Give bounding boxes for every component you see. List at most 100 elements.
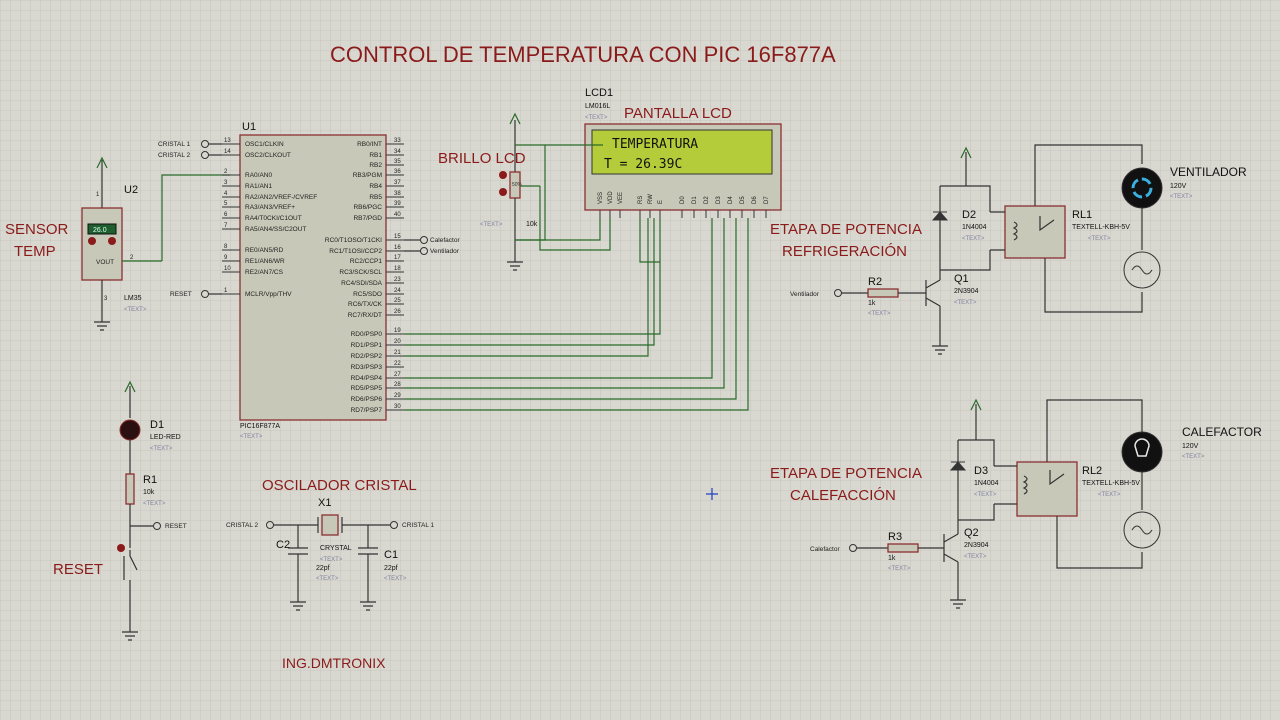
terminal-reset-mcu[interactable]: RESET [170,290,222,299]
lcd-pin-d7[interactable]: D7 [764,196,770,218]
lcd-lm016l[interactable]: LCD1 LM016L <TEXT> PANTALLA LCD TEMPERAT… [584,87,782,218]
q2-text-placeholder: <TEXT> [964,554,987,560]
lcd-pin-d0[interactable]: D0 [680,196,686,218]
rl2-ref: RL2 [1082,465,1102,477]
lcd-pin-vee[interactable]: VEE [618,192,624,218]
sensor-model: LM35 [124,295,142,302]
lcd-pin-d6[interactable]: D6 [752,196,758,218]
lcd-pin-rs[interactable]: RS [638,196,644,218]
mcu-pin-label: RD6/PSP6 [351,396,383,403]
lcd-pin-vss[interactable]: VSS [598,192,604,218]
brillo-potentiometer[interactable]: BRILLO LCD 50% 10k <TEXT> [438,112,540,271]
mcu-pin-number: 6 [224,212,228,218]
mcu-pin-number: 8 [224,244,228,250]
refrigeration-stage[interactable]: ETAPA DE POTENCIA REFRIGERACIÓN D2 1N400… [770,144,1247,355]
terminal-calefactor-label: Calefactor [810,546,840,553]
pot-power-arrow [509,112,521,125]
mcu-pin-number: 37 [394,180,401,186]
mcu-pin-number: 21 [394,350,401,356]
terminal-cristal1-osc1[interactable] [390,521,398,529]
oscillator-circuit[interactable]: OSCILADOR CRISTAL X1 CRISTAL 2 CRISTAL 1… [226,477,435,611]
lcd-pin-label: VEE [618,192,624,204]
mcu-pin-label: RB7/PGD [353,215,382,222]
pot-increase-button[interactable] [499,171,507,179]
lcd-pin-label: D3 [716,196,722,204]
rl1-ref: RL1 [1072,209,1092,221]
mcu-pin-number: 3 [224,180,228,186]
terminal-ventilador-mcu[interactable]: Ventilador [404,247,460,256]
sensor-u2[interactable]: SENSOR TEMP U2 1 26.0 VOUT 2 3 LM35 <TEX… [5,156,162,331]
r1-value: 10k [143,489,155,496]
lcd-pin-rw[interactable]: RW [648,194,654,218]
terminal-cristal1-osc[interactable]: CRISTAL 1 [158,140,222,149]
lcd-pin-vdd[interactable]: VDD [608,191,614,218]
terminal-cristal2-osc[interactable]: CRISTAL 2 [158,151,222,160]
lcd-pin-d1[interactable]: D1 [692,196,698,218]
lcd-pin-d3[interactable]: D3 [716,196,722,218]
mcu-pin-label: RD0/PSP0 [351,331,383,338]
terminal-reset-node-label: RESET [165,523,187,530]
pot-decrease-button[interactable] [499,188,507,196]
r3-ref: R3 [888,531,902,543]
heating-stage[interactable]: ETAPA DE POTENCIA CALEFACCIÓN D3 1N4004 … [770,398,1262,609]
ventilador-motor[interactable] [1121,167,1163,209]
lcd-pin-d2[interactable]: D2 [704,196,710,218]
reset-circuit[interactable]: D1 LED-RED <TEXT> R1 10k <TEXT> RESET RE… [53,380,187,641]
reset-button[interactable] [117,544,125,552]
mcu-pin-label: RB1 [369,152,382,159]
terminal-reset-node[interactable] [153,522,161,530]
reset-power-arrow [124,380,136,393]
mcu-pin-number: 33 [394,138,401,144]
lcd-pin-d5[interactable]: D5 [740,196,746,218]
led-d1 [119,419,141,441]
lcd-pin-d4[interactable]: D4 [728,196,734,218]
relay-rl1[interactable] [1004,205,1066,259]
terminal-calefactor-mcu[interactable]: Calefactor [404,236,460,245]
c2-text-placeholder: <TEXT> [316,576,339,582]
calefactor-label: CALEFACTOR [1182,425,1262,439]
sensor-up-button[interactable] [88,237,96,245]
lcd-pin-e[interactable]: E [658,200,664,218]
calefactor-heater[interactable] [1121,431,1163,473]
sensor-down-button[interactable] [108,237,116,245]
relay-rl2[interactable] [1016,461,1078,517]
